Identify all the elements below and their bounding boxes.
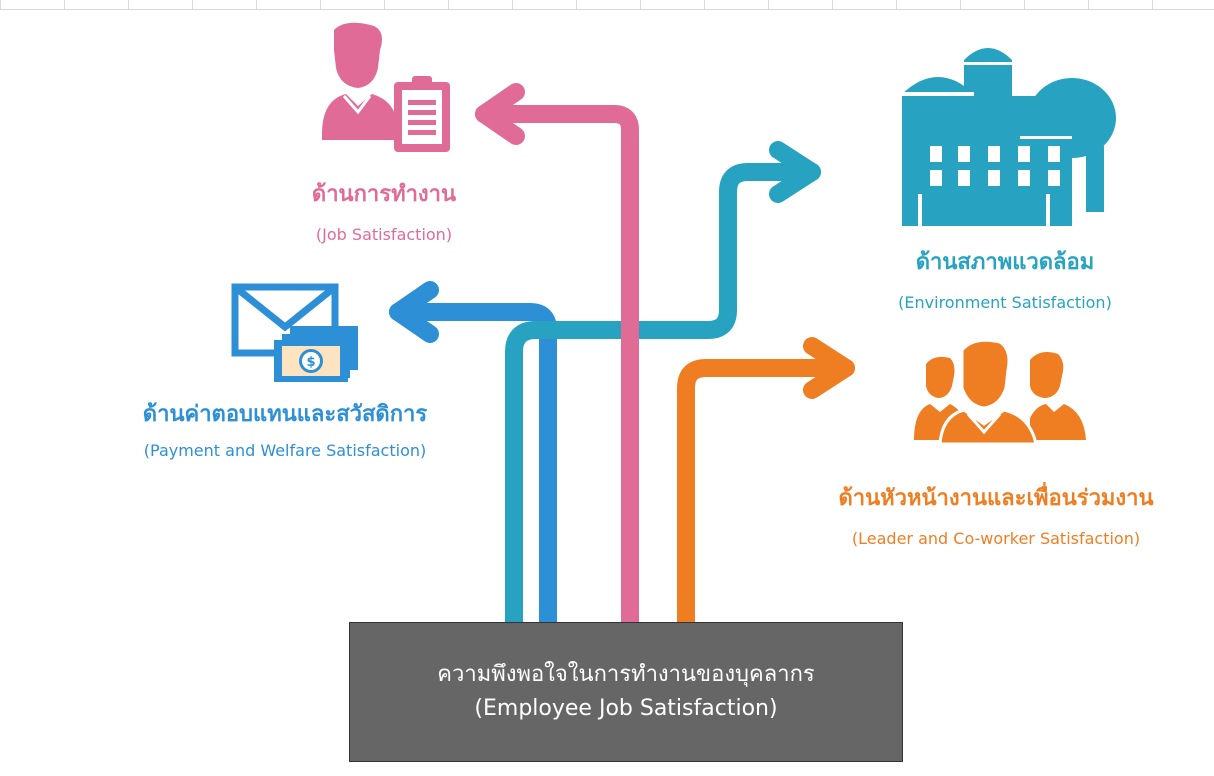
center-topic-box: ความพึงพอใจในการทำงานของบุคลากร (Employe… xyxy=(349,622,903,762)
svg-text:$: $ xyxy=(306,355,315,370)
category-leader-subtitle: (Leader and Co-worker Satisfaction) xyxy=(851,529,1141,548)
category-job-label: ด้านการทำงาน (Job Satisfaction) xyxy=(264,176,504,244)
category-leader-title: ด้านหัวหน้างานและเพื่อนร่วมงาน xyxy=(838,486,1154,511)
arrowhead-environment xyxy=(769,141,821,203)
category-environment-label: ด้านสภาพแวดล้อม (Environment Satisfactio… xyxy=(860,244,1150,312)
arrow-payment xyxy=(389,303,557,631)
category-payment-subtitle: (Payment and Welfare Satisfaction) xyxy=(143,441,427,460)
arrow-environment xyxy=(505,163,821,631)
team-icon xyxy=(914,340,1086,446)
sheet-gridlines xyxy=(0,0,1214,10)
category-environment-subtitle: (Environment Satisfaction) xyxy=(898,293,1112,312)
category-payment-title: ด้านค่าตอบแทนและสวัสดิการ xyxy=(142,402,428,427)
center-title-english: (Employee Job Satisfaction) xyxy=(474,696,778,721)
arrowhead-payment xyxy=(389,281,439,343)
category-job-subtitle: (Job Satisfaction) xyxy=(315,225,453,244)
employee-clipboard-icon xyxy=(322,22,450,152)
envelope-money-icon: $ xyxy=(231,283,358,382)
arrowhead-leader xyxy=(803,337,855,399)
category-leader-label: ด้านหัวหน้างานและเพื่อนร่วมงาน (Leader a… xyxy=(800,480,1192,548)
category-job-title: ด้านการทำงาน xyxy=(311,182,457,207)
arrowhead-job xyxy=(475,83,525,145)
center-title-thai: ความพึงพอใจในการทำงานของบุคลากร xyxy=(437,662,815,687)
category-environment-title: ด้านสภาพแวดล้อม xyxy=(915,250,1095,275)
category-payment-label: ด้านค่าตอบแทนและสวัสดิการ (Payment and W… xyxy=(100,396,470,460)
arrow-job xyxy=(475,105,639,631)
factory-icon xyxy=(902,48,1116,228)
arrow-leader xyxy=(677,359,855,631)
